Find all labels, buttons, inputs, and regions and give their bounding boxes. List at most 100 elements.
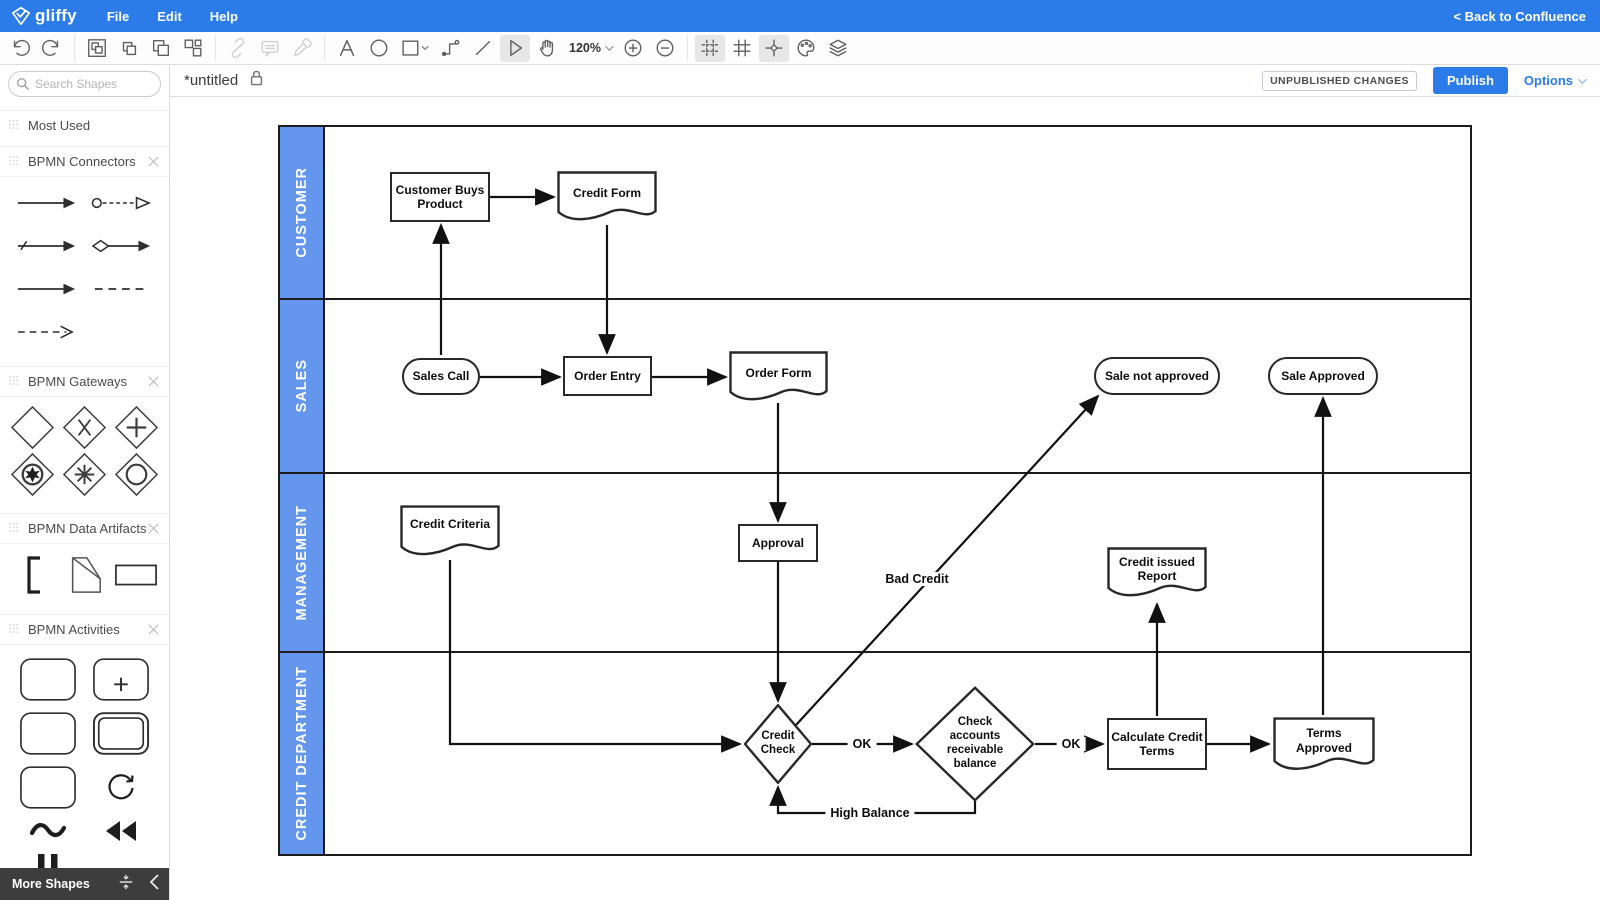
lock-icon[interactable] xyxy=(248,69,265,92)
zoom-out-button[interactable] xyxy=(650,35,680,62)
node-order-form[interactable]: Order Form xyxy=(729,351,828,405)
gliffy-logo[interactable]: gliffy xyxy=(12,6,77,26)
undo-button[interactable] xyxy=(5,35,35,62)
node-credit-form[interactable]: Credit Form xyxy=(557,171,657,225)
redo-button[interactable] xyxy=(37,35,67,62)
menu-help[interactable]: Help xyxy=(209,8,238,24)
publish-button[interactable]: Publish xyxy=(1432,67,1508,94)
snap-to-guides-button[interactable] xyxy=(758,34,789,62)
node-label: Terms Approved xyxy=(1295,726,1352,755)
layers-button[interactable] xyxy=(823,35,853,62)
node-sale-not-approved[interactable]: Sale not approved xyxy=(1094,357,1220,395)
bring-forward-button[interactable] xyxy=(114,35,144,62)
back-to-confluence-link[interactable]: < Back to Confluence xyxy=(1453,8,1586,24)
top-app-bar: gliffy File Edit Help < Back to Confluen… xyxy=(0,0,1600,32)
connector-tool-button[interactable] xyxy=(436,35,466,62)
select-tool-button[interactable] xyxy=(500,34,530,62)
shape-group-bracket[interactable] xyxy=(24,556,44,594)
shape-transaction[interactable] xyxy=(92,711,150,756)
node-credit-issued-report[interactable]: Credit issued Report xyxy=(1107,547,1207,601)
document-title[interactable]: *untitled xyxy=(184,72,239,89)
zoom-in-button[interactable] xyxy=(618,35,648,62)
close-icon[interactable] xyxy=(148,376,159,387)
drag-handle-icon[interactable] xyxy=(8,153,19,171)
shape-dashed-line[interactable] xyxy=(91,279,153,299)
close-icon[interactable] xyxy=(148,156,159,167)
node-credit-check[interactable]: Credit Check xyxy=(744,704,812,784)
collapse-panel-icon[interactable] xyxy=(118,874,134,895)
send-backward-icon xyxy=(152,39,170,57)
shape-adhoc-marker[interactable] xyxy=(28,820,68,842)
node-order-entry[interactable]: Order Entry xyxy=(563,356,652,396)
menu-file[interactable]: File xyxy=(106,8,130,24)
close-icon[interactable] xyxy=(148,523,159,534)
node-terms-approved[interactable]: Terms Approved xyxy=(1273,717,1375,775)
node-sales-call[interactable]: Sales Call xyxy=(402,358,480,395)
lane-header-sales[interactable]: SALES xyxy=(278,298,325,474)
shape-gateway-parallel[interactable] xyxy=(114,405,159,450)
search-shapes-input[interactable] xyxy=(8,71,161,97)
menu-edit[interactable]: Edit xyxy=(157,8,182,24)
line-tool-button[interactable] xyxy=(468,35,498,62)
node-credit-criteria[interactable]: Credit Criteria xyxy=(400,505,500,560)
lane-header-credit-department[interactable]: CREDIT DEPARTMENT xyxy=(278,651,325,856)
link-button[interactable] xyxy=(223,35,253,62)
node-label: Order Entry xyxy=(574,368,641,383)
shape-tool-button[interactable] xyxy=(396,35,434,62)
section-bpmn-data-artifacts[interactable]: BPMN Data Artifacts xyxy=(0,513,169,543)
drag-handle-icon[interactable] xyxy=(8,520,19,538)
text-tool-button[interactable] xyxy=(332,35,362,62)
drag-handle-icon[interactable] xyxy=(8,117,19,135)
group-button[interactable] xyxy=(82,35,112,62)
section-bpmn-connectors[interactable]: BPMN Connectors xyxy=(0,146,169,176)
palette-icon xyxy=(797,39,815,57)
comment-button[interactable] xyxy=(255,35,285,62)
grid-snap-button[interactable] xyxy=(694,34,725,62)
shape-message-flow[interactable] xyxy=(91,193,153,213)
shape-subprocess-plus[interactable] xyxy=(92,657,150,702)
shape-gateway-inclusive[interactable] xyxy=(114,452,159,497)
shape-dashed-open-arrow[interactable] xyxy=(16,322,78,342)
options-dropdown[interactable]: Options xyxy=(1524,73,1587,88)
section-bpmn-activities[interactable]: BPMN Activities xyxy=(0,614,169,644)
ungroup-icon xyxy=(184,39,202,57)
node-approval[interactable]: Approval xyxy=(738,524,818,562)
section-most-used[interactable]: Most Used xyxy=(0,110,169,140)
ungroup-button[interactable] xyxy=(178,35,208,62)
node-customer-buys-product[interactable]: Customer Buys Product xyxy=(390,172,490,222)
drag-handle-icon[interactable] xyxy=(8,621,19,639)
ellipse-tool-button[interactable] xyxy=(364,35,394,62)
node-sale-approved[interactable]: Sale Approved xyxy=(1268,357,1378,395)
shape-conditional-flow[interactable] xyxy=(91,236,153,256)
node-check-accounts-receivable-balance[interactable]: Check accounts receivable balance xyxy=(915,686,1035,802)
lane-header-customer[interactable]: CUSTOMER xyxy=(278,125,325,300)
shape-task[interactable] xyxy=(19,657,77,702)
shape-task-2[interactable] xyxy=(19,711,77,756)
close-icon[interactable] xyxy=(148,624,159,635)
section-bpmn-gateways[interactable]: BPMN Gateways xyxy=(0,366,169,396)
shape-annotation-rect[interactable] xyxy=(114,562,158,588)
diagram-canvas[interactable]: CUSTOMER SALES MANAGEMENT CREDIT DEPARTM… xyxy=(170,97,1600,900)
shape-loop-marker[interactable] xyxy=(104,771,138,805)
shape-default-flow[interactable] xyxy=(16,236,78,256)
shape-gateway-exclusive[interactable] xyxy=(10,405,55,450)
zoom-level-dropdown[interactable]: 120% xyxy=(563,41,617,55)
shape-arrow-solid[interactable] xyxy=(16,193,78,213)
node-calculate-credit-terms[interactable]: Calculate Credit Terms xyxy=(1107,718,1207,770)
eyedropper-button[interactable] xyxy=(287,35,317,62)
shape-gateway-complex-filled[interactable] xyxy=(10,452,55,497)
chevron-left-icon[interactable] xyxy=(148,873,160,895)
grid-button[interactable] xyxy=(727,35,757,62)
more-shapes-bar[interactable]: More Shapes xyxy=(0,868,169,900)
shape-gateway-complex[interactable] xyxy=(62,452,107,497)
drag-handle-icon[interactable] xyxy=(8,373,19,391)
pan-tool-button[interactable] xyxy=(532,35,562,62)
shape-compensation-marker[interactable] xyxy=(104,819,138,843)
send-backward-button[interactable] xyxy=(146,35,176,62)
lane-header-management[interactable]: MANAGEMENT xyxy=(278,472,325,653)
theme-button[interactable] xyxy=(791,35,821,62)
shape-gateway-exclusive-x[interactable] xyxy=(62,405,107,450)
shape-data-object[interactable] xyxy=(66,556,104,594)
shape-sequence-flow[interactable] xyxy=(16,279,78,299)
shape-task-3[interactable] xyxy=(19,765,77,810)
